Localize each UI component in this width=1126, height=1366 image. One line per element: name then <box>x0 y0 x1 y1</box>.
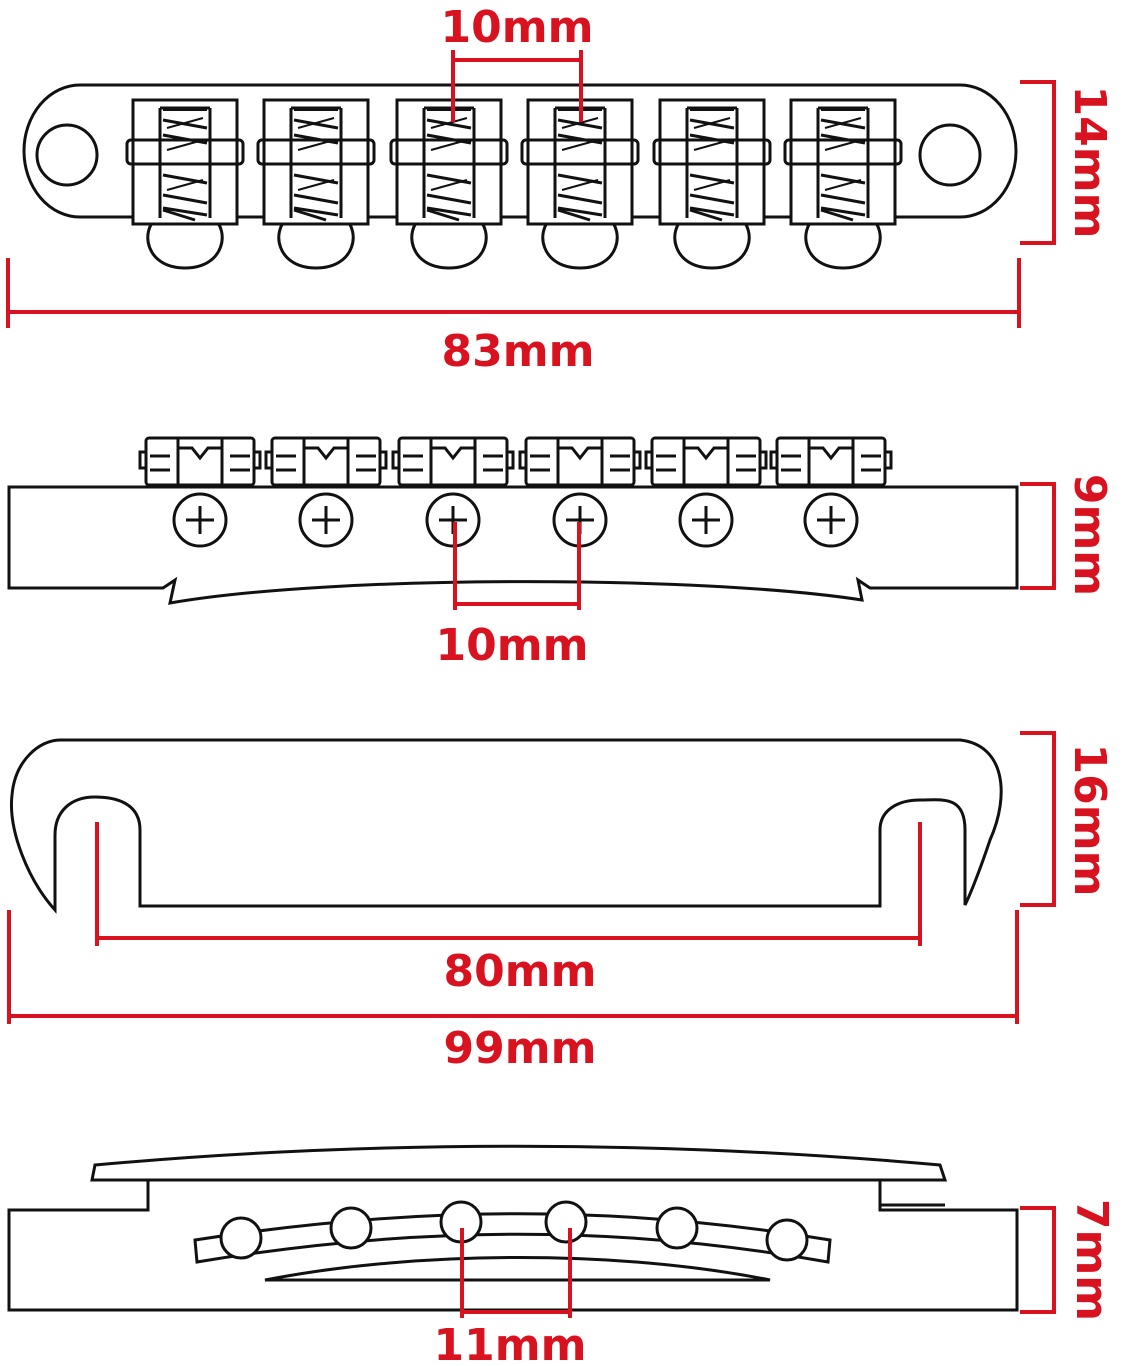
dimension-label: 80mm <box>444 946 597 997</box>
dimension-label: 14mm <box>1064 86 1115 239</box>
screw-head-icon <box>803 492 859 548</box>
bridge-side-body <box>7 485 1019 605</box>
saddle <box>652 98 772 270</box>
screw-head-icon <box>678 492 734 548</box>
dimension-screw-spacing: 10mm <box>436 522 589 671</box>
string-slot <box>193 1212 832 1264</box>
tailpiece-side-view: 7mm 11mm <box>7 1144 1117 1366</box>
string-ball-icon <box>655 1206 699 1250</box>
saddle <box>125 98 245 270</box>
string-ball-icon <box>765 1218 809 1262</box>
tailpiece-top-body <box>9 738 1003 914</box>
dimension-stud-spacing: 80mm <box>95 822 922 997</box>
dimension-saddle-spacing-top: 10mm <box>441 2 594 122</box>
dimension-label: 11mm <box>434 1320 587 1366</box>
dimension-label: 10mm <box>441 2 594 53</box>
saddle-row <box>125 98 903 270</box>
saddle <box>520 98 640 270</box>
dimension-label: 83mm <box>442 326 595 377</box>
tailpiece-foot <box>264 1256 771 1282</box>
side-saddle <box>391 436 515 487</box>
string-ball-icon <box>544 1200 588 1244</box>
dimension-label: 7mm <box>1066 1199 1117 1321</box>
side-saddle-row <box>138 436 893 487</box>
dimension-string-spacing: 11mm <box>434 1228 587 1366</box>
intonation-screw-row <box>172 492 859 548</box>
tailpiece-top-view: 16mm 80mm 99mm <box>7 731 1115 1074</box>
dimension-tailpiece-height: 16mm <box>1020 731 1115 907</box>
dimension-label: 99mm <box>444 1023 597 1074</box>
string-ball-icon <box>329 1206 373 1250</box>
side-saddle <box>518 436 642 487</box>
tailpiece-side-base <box>7 1178 1019 1312</box>
dimension-label: 9mm <box>1064 474 1115 596</box>
saddle <box>256 98 376 270</box>
saddle <box>783 98 903 270</box>
bridge-top-view: 10mm 14mm 83mm <box>6 2 1115 377</box>
dimension-tailpiece-length: 99mm <box>7 910 1019 1074</box>
screw-head-icon <box>298 492 354 548</box>
string-ball-icon <box>219 1216 263 1260</box>
saddle <box>389 98 509 270</box>
dimension-tailpiece-side-height: 7mm <box>1020 1199 1117 1321</box>
tailpiece-side-cap <box>90 1144 948 1182</box>
dimension-label: 16mm <box>1064 744 1115 897</box>
bridge-top-body <box>22 83 1018 219</box>
side-saddle <box>644 436 768 487</box>
dimension-label: 10mm <box>436 620 589 671</box>
dimension-bridge-length: 83mm <box>6 258 1021 377</box>
side-saddle <box>769 436 893 487</box>
screw-head-icon <box>172 492 228 548</box>
mount-hole-left <box>35 123 99 187</box>
side-saddle <box>138 436 262 487</box>
string-ball-row <box>219 1200 809 1262</box>
dimension-bridge-height: 14mm <box>1020 80 1115 245</box>
dimension-side-height: 9mm <box>1020 474 1115 596</box>
bridge-side-view: 9mm 10mm <box>7 436 1115 671</box>
mount-hole-right <box>918 123 982 187</box>
side-saddle <box>264 436 388 487</box>
